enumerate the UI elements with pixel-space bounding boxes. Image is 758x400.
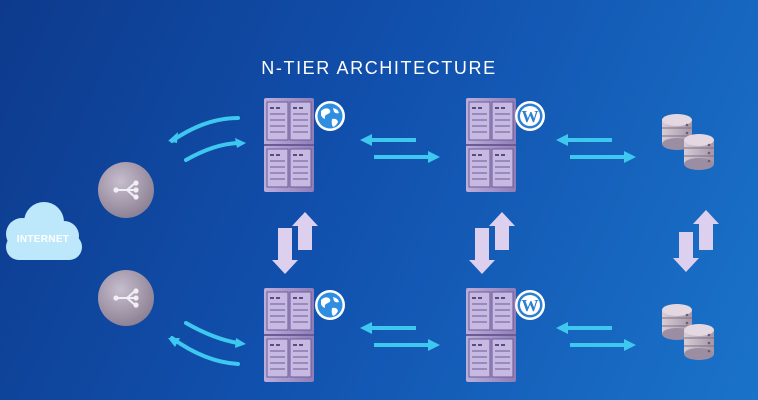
globe-icon <box>315 101 345 131</box>
web-server-top <box>263 97 345 193</box>
database-top <box>661 113 715 171</box>
app-server-bottom <box>465 287 545 383</box>
load-balancer-bottom <box>98 270 154 326</box>
wordpress-icon <box>515 101 545 131</box>
internet-cloud <box>6 202 82 260</box>
connector-app-db-top <box>556 134 636 163</box>
load-balancer-top <box>98 162 154 218</box>
connector-web-vertical <box>272 212 318 274</box>
connector-web-app-top <box>360 134 440 163</box>
web-server-bottom <box>263 287 345 383</box>
diagram-title: N-TIER ARCHITECTURE <box>261 58 497 78</box>
connector-db-vertical <box>673 210 719 272</box>
connector-lb-web-bottom <box>168 321 246 366</box>
cloud-icon <box>6 202 82 260</box>
connector-app-db-bottom <box>556 322 636 351</box>
wordpress-icon <box>515 290 545 320</box>
database-icon <box>661 113 715 171</box>
connector-app-vertical <box>469 212 515 274</box>
app-server-top <box>465 97 545 193</box>
database-icon <box>661 303 715 361</box>
internet-label: INTERNET <box>16 234 70 245</box>
globe-icon <box>315 290 345 320</box>
connector-web-app-bottom <box>360 322 440 351</box>
database-bottom <box>661 303 715 361</box>
connector-lb-web-top <box>168 116 246 162</box>
